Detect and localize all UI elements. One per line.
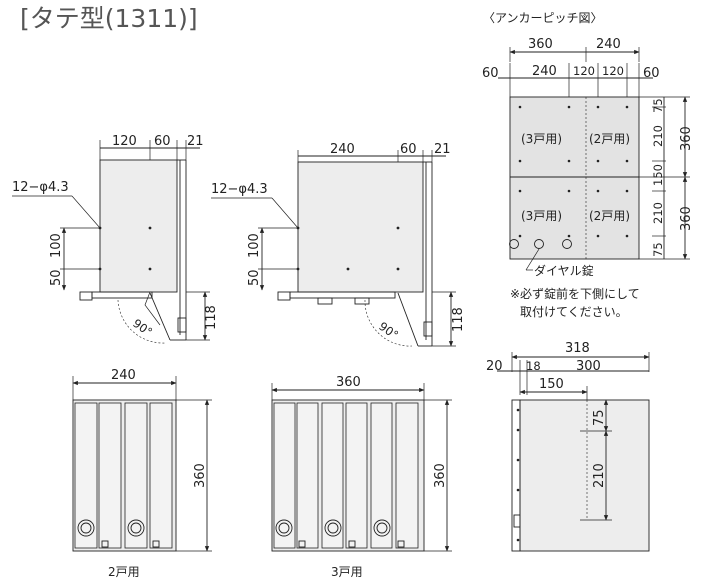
front-three-caption: 3戸用	[331, 565, 363, 579]
side-small-h100: 100	[49, 233, 64, 258]
side-small-h118: 118	[204, 305, 219, 330]
side-large-h50: 50	[247, 269, 262, 286]
pitch-left-margin: 60	[482, 66, 499, 81]
side-small-h50: 50	[49, 269, 64, 286]
front-two-width: 240	[111, 368, 136, 383]
front-two-caption: 2戸用	[108, 565, 140, 579]
profile-d300: 300	[576, 359, 601, 374]
pitch-sub-120a: 120	[573, 64, 595, 78]
profile-d210: 210	[592, 463, 607, 488]
side-small-w120: 120	[112, 134, 137, 149]
pitch-label-2-top: (2戸用)	[589, 132, 630, 146]
pitch-title: 〈アンカーピッチ図〉	[483, 11, 603, 25]
front-view-2-unit: 240 360 2戸用	[72, 368, 212, 579]
dial-lock-icon	[275, 519, 293, 537]
side-large-h118: 118	[451, 307, 466, 332]
page-title: [タテ型(1311)]	[20, 4, 198, 33]
side-small-angle: 90°	[130, 316, 155, 339]
pitch-label-3-top: (3戸用)	[521, 132, 562, 146]
profile-view: 318 20 18 300 150 75 210	[486, 341, 650, 552]
side-large-h100: 100	[247, 233, 262, 258]
pitch-height-360-top: 360	[679, 126, 694, 151]
side-small-w21: 21	[187, 134, 204, 149]
dial-lock-icon	[127, 519, 145, 537]
profile-d18: 18	[526, 359, 541, 373]
pitch-h-75-bottom: 75	[651, 242, 665, 257]
pitch-label-3-bottom: (3戸用)	[521, 209, 562, 223]
pitch-h-75-top: 75	[651, 98, 665, 113]
dial-lock-icon	[324, 519, 342, 537]
side-large-w21: 21	[434, 142, 451, 157]
dial-lock-icon	[373, 519, 391, 537]
pitch-right-margin: 60	[643, 66, 660, 81]
dial-lock-icon	[77, 519, 95, 537]
front-view-3-unit: 360 360 3戸用	[271, 375, 452, 579]
side-view-3-unit: 240 60 21 90° 100 50 12−φ4.3 118	[211, 142, 466, 347]
profile-d20: 20	[486, 359, 503, 374]
side-large-w60: 60	[400, 142, 417, 157]
profile-d150: 150	[539, 377, 564, 392]
note-line-1: ※必ず錠前を下側にして	[510, 286, 640, 301]
pitch-top-width-240: 240	[596, 37, 621, 52]
profile-total: 318	[565, 341, 590, 356]
pitch-h-150: 150	[651, 164, 665, 186]
front-three-width: 360	[336, 375, 361, 390]
side-large-w240: 240	[330, 142, 355, 157]
dial-lock-icon	[509, 239, 519, 249]
pitch-h-210-top: 210	[651, 125, 665, 147]
dial-lock-label: ダイヤル錠	[534, 263, 594, 278]
front-two-height: 360	[193, 463, 208, 488]
note-line-2: 取付けてください。	[520, 305, 628, 319]
pitch-sub-120b: 120	[602, 64, 624, 78]
front-three-height: 360	[433, 463, 448, 488]
pitch-top-width-360: 360	[528, 37, 553, 52]
pitch-sub-240: 240	[532, 64, 557, 79]
anchor-pitch-diagram: 〈アンカーピッチ図〉 360 240 60 240 120 120 60 (3	[482, 11, 694, 319]
pitch-h-210-bottom: 210	[651, 202, 665, 224]
pitch-label-2-bottom: (2戸用)	[589, 209, 630, 223]
dial-lock-icon	[534, 239, 544, 249]
side-small-w60: 60	[154, 134, 171, 149]
side-large-angle: 90°	[376, 319, 401, 342]
side-view-2-unit: 120 60 21 90° 100 50 12−φ4.3 118	[12, 134, 219, 344]
side-large-hole: 12−φ4.3	[211, 182, 268, 197]
dial-lock-icon	[562, 239, 572, 249]
side-small-hole: 12−φ4.3	[12, 180, 69, 195]
pitch-height-360-bottom: 360	[679, 206, 694, 231]
profile-d75: 75	[592, 409, 607, 426]
